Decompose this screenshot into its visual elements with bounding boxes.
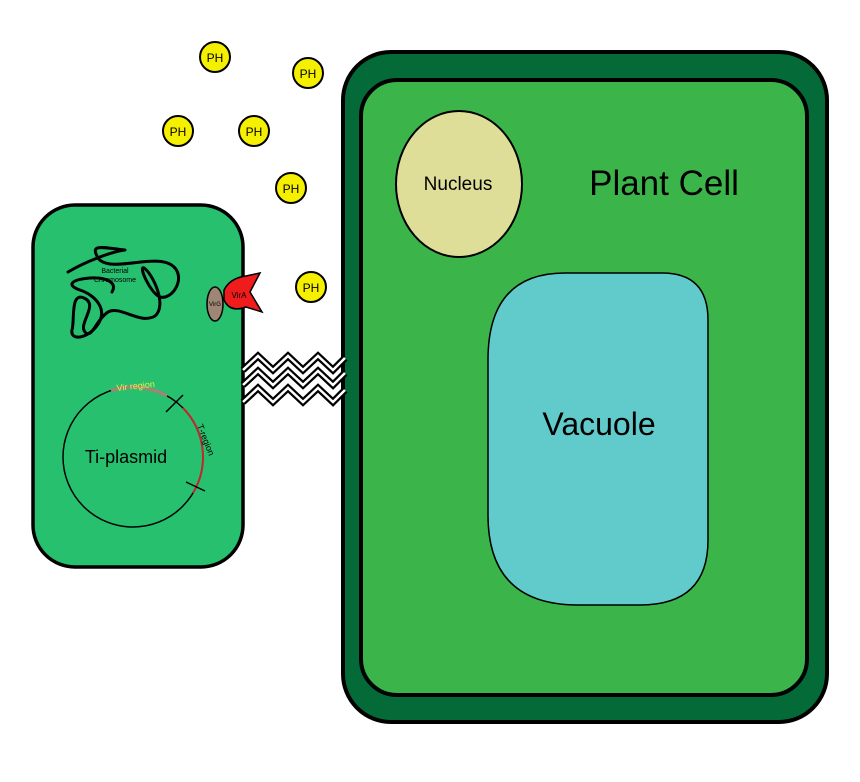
nucleus — [395, 110, 523, 258]
vir-region-label: Vir region — [116, 379, 155, 393]
plant-cell-label: Plant Cell — [589, 164, 739, 203]
virg-label: VirG — [209, 302, 221, 308]
phenolic-circle — [238, 115, 270, 147]
t-region-start-marker — [165, 394, 184, 413]
ti-plasmid-label: Ti-plasmid — [85, 447, 167, 467]
t-region-end-marker — [185, 481, 206, 492]
phenolic-circle — [275, 172, 307, 204]
t-region-arc — [182, 407, 204, 494]
virg-protein — [206, 286, 224, 322]
vira-receptor — [223, 271, 264, 314]
phenolic-label: PH — [207, 51, 224, 65]
bacterial-chromosome — [66, 246, 181, 339]
phenolic-molecule-6: PH — [295, 271, 327, 303]
phenolic-label: PH — [170, 125, 187, 139]
vacuole — [487, 272, 709, 606]
phenolic-circle — [162, 115, 194, 147]
phenolic-label: PH — [303, 281, 320, 295]
bacterium: Bacterial Chromosome Ti-plasmid Vir regi… — [31, 203, 264, 569]
phenolic-molecule-3: PH — [162, 115, 194, 147]
vacuole-label: Vacuole — [542, 406, 655, 442]
phenolic-label: PH — [283, 182, 300, 196]
phenolic-molecule-5: PH — [275, 172, 307, 204]
phenolic-label: PH — [246, 125, 263, 139]
pilus-3-inner — [242, 386, 346, 404]
phenolic-molecule-4: PH — [238, 115, 270, 147]
vir-region-arc — [110, 385, 168, 398]
pilus-1-inner — [242, 354, 346, 372]
bacterial-chromosome-label-line1: Bacterial — [101, 268, 129, 275]
phenolic-circle — [295, 271, 327, 303]
attachment-pili — [240, 351, 348, 407]
phenolic-molecule-1: PH — [199, 41, 231, 73]
plant-cell: Plant Cell Nucleus Vacuole — [341, 50, 829, 724]
nucleus-label: Nucleus — [424, 174, 493, 195]
phenolic-circle — [199, 41, 231, 73]
pilus-2-inner — [242, 369, 346, 387]
phenolic-label: PH — [300, 67, 317, 81]
bacterial-chromosome-label-line2: Chromosome — [94, 277, 136, 284]
phenolic-molecule-2: PH — [292, 57, 324, 89]
vira-label: VirA — [232, 291, 248, 300]
phenolic-circle — [292, 57, 324, 89]
